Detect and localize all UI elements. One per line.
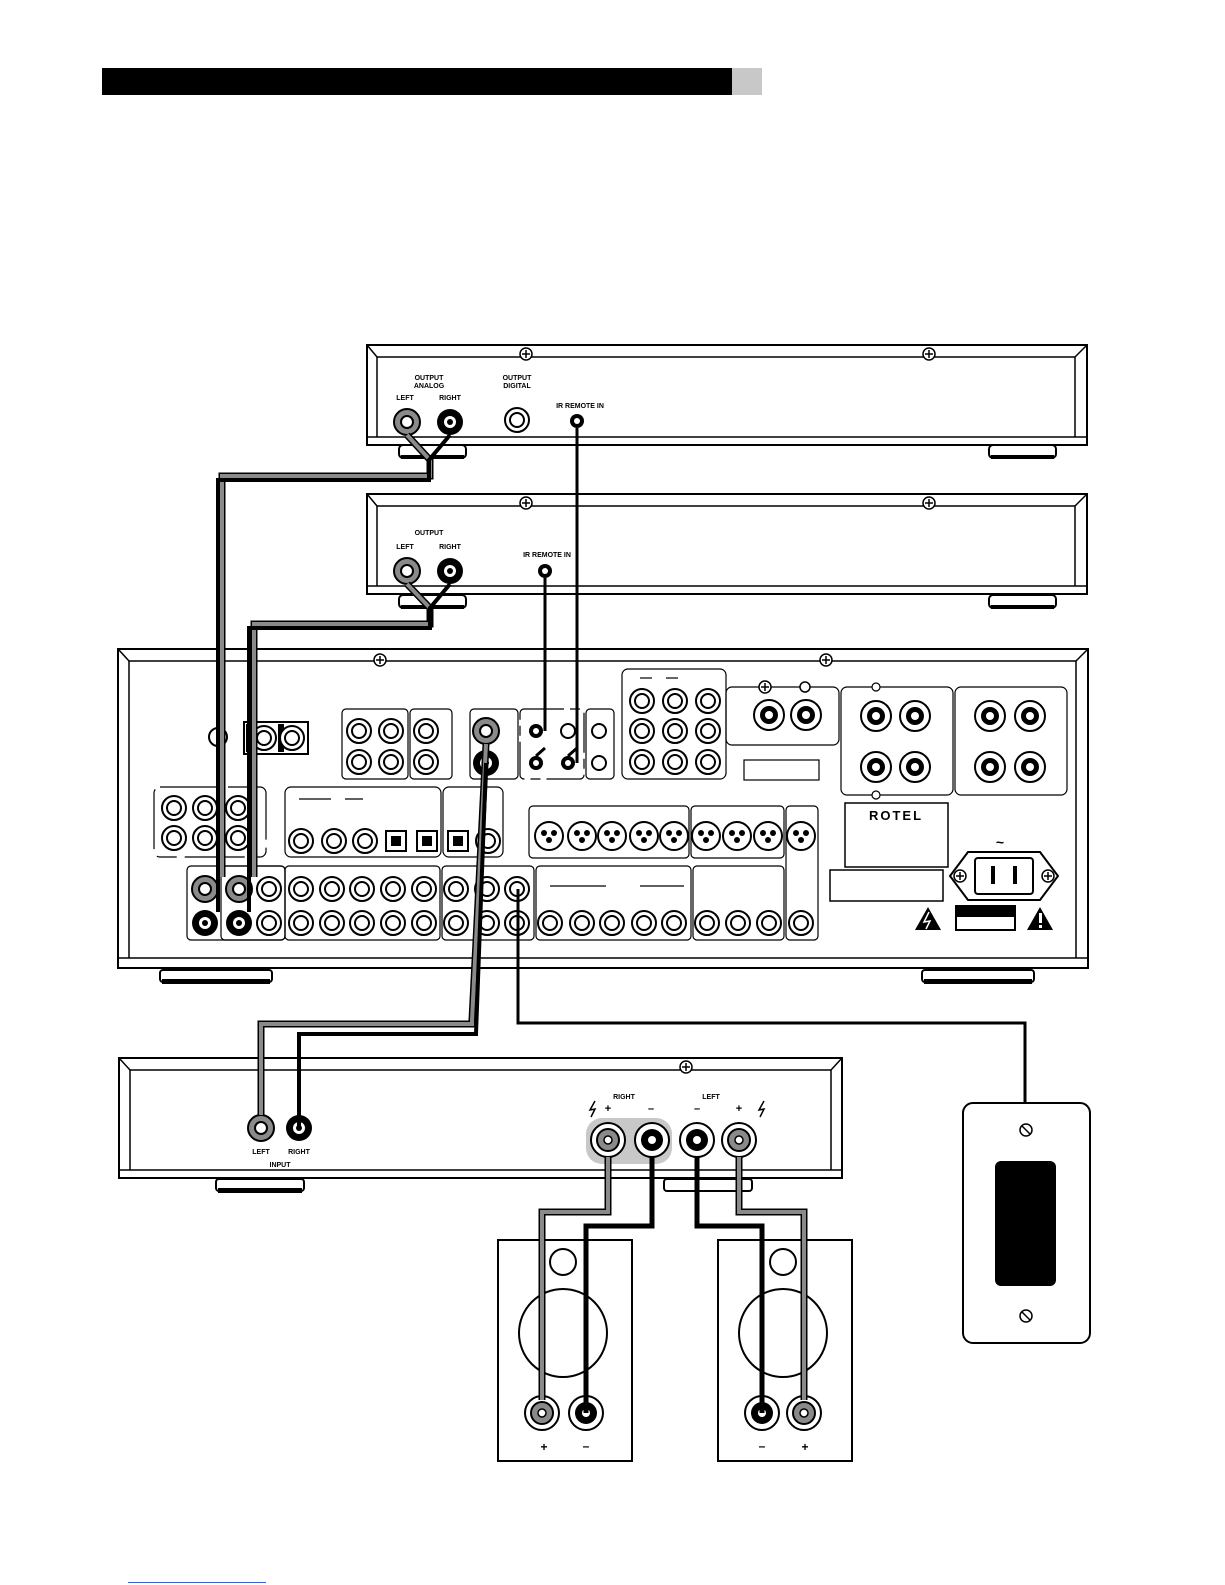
output-digital-label-1: OUTPUT (503, 375, 533, 382)
source-left-label: LEFT (396, 395, 414, 402)
svg-text:~: ~ (996, 834, 1004, 850)
source-right-label: RIGHT (439, 395, 462, 402)
amp-input-label: INPUT (270, 1162, 292, 1169)
amp-left-plus-terminal[interactable] (722, 1123, 756, 1157)
ir-sensor-window (995, 1161, 1056, 1286)
tuner-left-jack[interactable] (394, 558, 420, 584)
ir-wall-plate (963, 1103, 1090, 1343)
amp-input-right-label: RIGHT (288, 1149, 311, 1156)
receiver: ROTEL ~ (118, 649, 1088, 984)
output-analog-label-1: OUTPUT (415, 375, 445, 382)
tuner-output-label: OUTPUT (415, 530, 445, 537)
speaker-right-plus-label: + (540, 1440, 547, 1454)
source-left-jack[interactable] (394, 409, 420, 435)
source-ir-label: IR REMOTE IN (556, 403, 604, 410)
speaker-right: + – (498, 1240, 632, 1461)
tuner-right-label: RIGHT (439, 544, 462, 551)
amp-right-channel-label: RIGHT (613, 1094, 636, 1101)
tuner-ir-label: IR REMOTE IN (523, 552, 571, 559)
amp-input-left-label: LEFT (252, 1149, 270, 1156)
amp-left-channel-label: LEFT (702, 1094, 720, 1101)
amp-right-minus-terminal[interactable] (635, 1123, 669, 1157)
output-analog-label-2: ANALOG (414, 383, 445, 390)
amp-left-plus-label: + (736, 1103, 742, 1115)
amp-right-minus-label: – (648, 1103, 654, 1115)
speaker-left-plus-label: + (801, 1440, 808, 1454)
source-player: OUTPUT ANALOG LEFT RIGHT OUTPUT DIGITAL … (367, 345, 1087, 459)
amp-right-plus-terminal[interactable] (591, 1123, 625, 1157)
amp-left-minus-terminal[interactable] (680, 1123, 714, 1157)
amp-left-minus-label: – (694, 1103, 700, 1115)
tuner-left-label: LEFT (396, 544, 414, 551)
amp-right-plus-label: + (605, 1103, 611, 1115)
tuner-right-jack[interactable] (437, 558, 463, 584)
source-right-jack[interactable] (437, 409, 463, 435)
output-digital-label-2: DIGITAL (503, 383, 531, 390)
amplifier: LEFT RIGHT INPUT RIGHT LEFT + – – + (119, 1058, 842, 1193)
footer-rule (128, 1582, 266, 1583)
tuner: OUTPUT LEFT RIGHT IR REMOTE IN (367, 494, 1087, 609)
brand-logo: ROTEL (869, 808, 923, 823)
amp-input-left-jack[interactable] (248, 1115, 274, 1141)
source-digital-jack[interactable] (505, 408, 529, 432)
speaker-right-minus-label: – (583, 1439, 590, 1453)
speaker-left-minus-label: – (759, 1439, 766, 1453)
speaker-left: – + (718, 1240, 852, 1461)
